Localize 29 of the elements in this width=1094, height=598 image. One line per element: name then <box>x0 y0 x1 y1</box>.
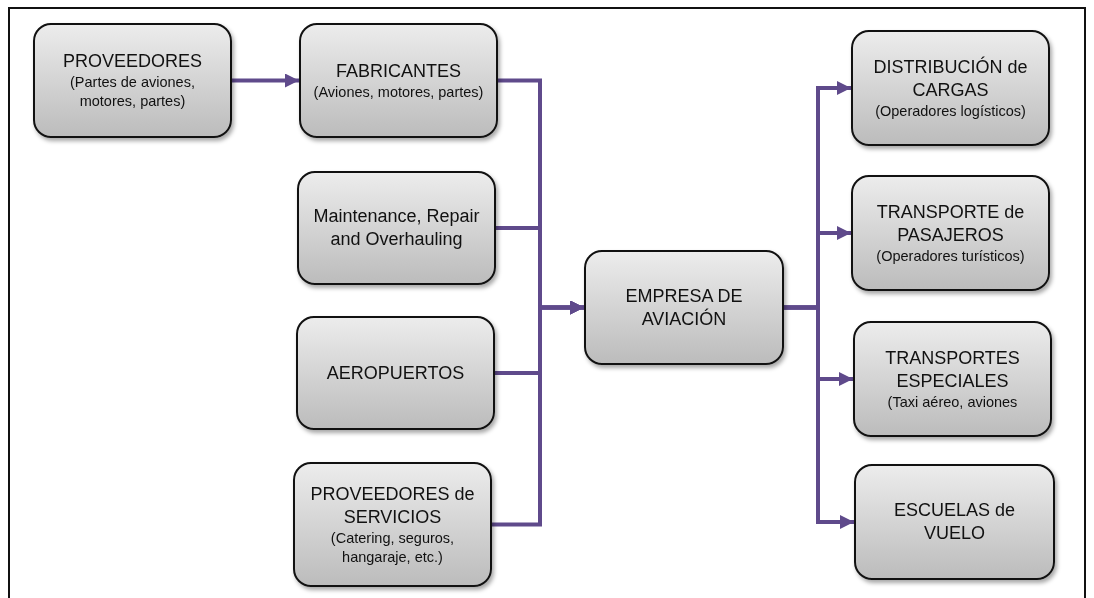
box-title: Maintenance, Repair and Overhauling <box>312 205 481 251</box>
box-title: TRANSPORTE de PASAJEROS <box>875 200 1026 247</box>
box-subtitle: (Operadores logísticos) <box>875 101 1026 121</box>
box-subtitle: (Aviones, motores, partes) <box>313 82 484 102</box>
box-title: PROVEEDORES de SERVICIOS <box>309 482 476 529</box>
box-subtitle: (Taxi aéreo, aviones <box>887 392 1018 412</box>
process-box <box>851 30 1050 146</box>
process-box <box>293 462 492 587</box>
box-title: AEROPUERTOS <box>326 361 465 385</box>
process-box <box>299 23 498 138</box>
connector-arrow <box>784 305 854 529</box>
process-box <box>297 171 496 285</box>
connector-arrow <box>232 73 299 88</box>
box-title: TRANSPORTES ESPECIALES <box>884 346 1021 393</box>
connector-arrow <box>492 300 584 527</box>
box-subtitle: (Partes de aviones, motores, partes) <box>69 73 196 111</box>
box-title: DISTRIBUCIÓN de CARGAS <box>872 55 1029 102</box>
box-title: PROVEEDORES <box>62 50 202 73</box>
process-box <box>854 464 1055 580</box>
box-title: ESCUELAS de VUELO <box>892 499 1017 545</box>
box-title: EMPRESA DE AVIACIÓN <box>624 284 744 331</box>
box-subtitle: (Operadores turísticos) <box>876 246 1025 266</box>
box-title: FABRICANTES <box>336 59 461 83</box>
process-box <box>584 250 784 365</box>
process-box <box>33 23 232 138</box>
process-box <box>853 321 1052 437</box>
process-box <box>851 175 1050 291</box>
box-subtitle: (Catering, seguros, hangaraje, etc.) <box>329 528 456 567</box>
process-box <box>296 316 495 430</box>
